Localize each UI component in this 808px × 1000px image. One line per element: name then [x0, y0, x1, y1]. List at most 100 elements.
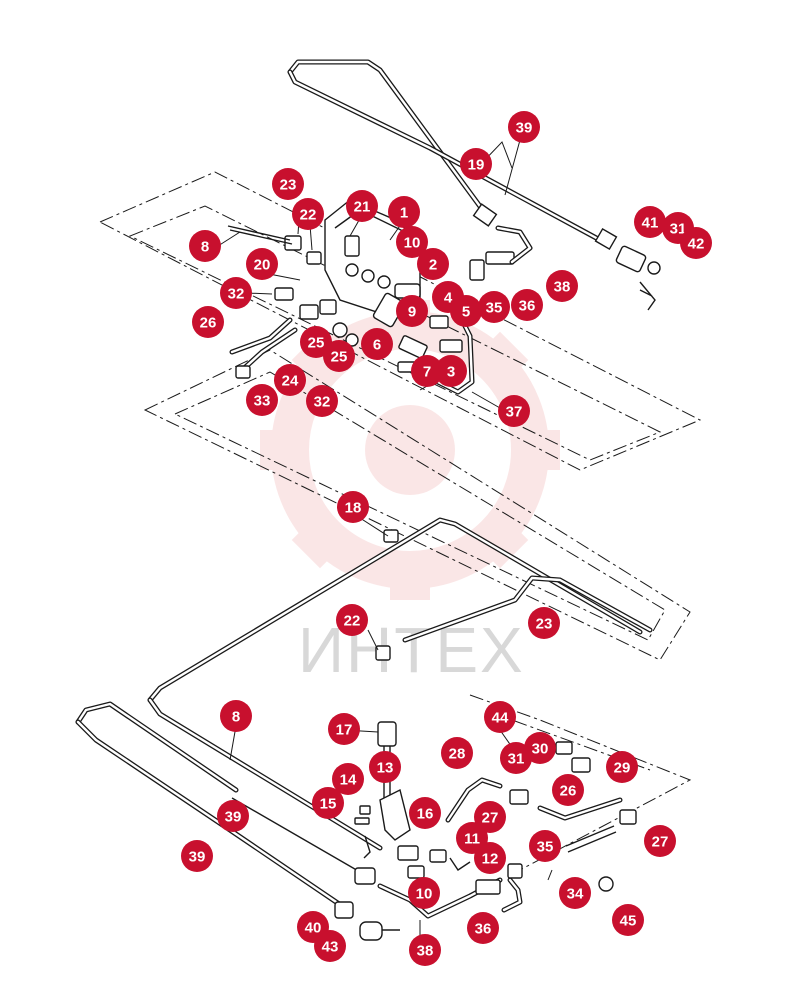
callout-23: 23 — [272, 168, 304, 200]
callout-39: 39 — [217, 800, 249, 832]
callout-badge — [312, 787, 344, 819]
callout-22: 22 — [292, 198, 324, 230]
callout-number: 14 — [340, 772, 357, 789]
callout-15: 15 — [312, 787, 344, 819]
callout-badge — [474, 801, 506, 833]
callout-number: 21 — [354, 199, 371, 216]
callout-badge — [552, 774, 584, 806]
callout-39: 39 — [508, 111, 540, 143]
callout-badge — [680, 227, 712, 259]
callout-number: 43 — [322, 939, 339, 956]
callout-number: 20 — [254, 257, 271, 274]
callout-number: 22 — [344, 613, 361, 630]
callout-number: 44 — [492, 710, 509, 727]
callout-number: 26 — [560, 783, 577, 800]
callout-number: 39 — [516, 120, 533, 137]
callout-number: 18 — [345, 500, 362, 517]
callout-number: 39 — [189, 849, 206, 866]
callout-number: 10 — [404, 235, 421, 252]
callout-22: 22 — [336, 604, 368, 636]
callout-badge — [612, 904, 644, 936]
callout-number: 33 — [254, 393, 271, 410]
callout-number: 31 — [670, 221, 687, 238]
callout-17: 17 — [328, 713, 360, 745]
valve-tubes — [427, 225, 533, 395]
callout-number: 6 — [373, 337, 381, 354]
callout-number: 39 — [225, 809, 242, 826]
callout-number: 25 — [331, 349, 348, 366]
callout-number: 12 — [482, 851, 499, 868]
callout-6: 6 — [361, 328, 393, 360]
callout-badge — [524, 732, 556, 764]
callout-number: 8 — [201, 239, 209, 256]
callout-number: 3 — [447, 364, 455, 381]
callout-badge — [189, 230, 221, 262]
callout-badge — [246, 248, 278, 280]
callout-badge — [220, 277, 252, 309]
callout-21: 21 — [346, 190, 378, 222]
callout-badge — [408, 877, 440, 909]
callout-badge — [498, 395, 530, 427]
callout-12: 12 — [474, 842, 506, 874]
callout-badge — [441, 737, 473, 769]
callout-number: 32 — [314, 394, 331, 411]
callout-number: 5 — [462, 304, 470, 321]
callout-38: 38 — [409, 934, 441, 966]
control-lever — [354, 721, 471, 879]
callout-badge — [323, 340, 355, 372]
callout-3: 3 — [435, 355, 467, 387]
callout-8: 8 — [220, 700, 252, 732]
callout-number: 36 — [519, 298, 536, 315]
callout-18: 18 — [337, 491, 369, 523]
callout-number: 38 — [417, 943, 434, 960]
callout-badge — [396, 226, 428, 258]
callout-36: 36 — [467, 912, 499, 944]
callout-33: 33 — [246, 384, 278, 416]
callout-25: 25 — [323, 340, 355, 372]
callout-badge — [500, 742, 532, 774]
callout-badge — [409, 797, 441, 829]
callout-badge — [559, 877, 591, 909]
callout-number: 36 — [475, 921, 492, 938]
callout-37: 37 — [498, 395, 530, 427]
callout-badge — [508, 111, 540, 143]
callout-10: 10 — [396, 226, 428, 258]
watermark-text: ИНТЕХ — [298, 614, 525, 686]
callout-badge — [511, 289, 543, 321]
callout-number: 41 — [642, 215, 659, 232]
callout-25: 25 — [300, 326, 332, 358]
callout-29: 29 — [606, 751, 638, 783]
callout-number: 2 — [429, 257, 437, 274]
callout-badge — [300, 326, 332, 358]
callout-1: 1 — [388, 196, 420, 228]
callout-number: 31 — [508, 751, 525, 768]
callout-27: 27 — [644, 825, 676, 857]
callout-badge — [396, 295, 428, 327]
callout-badge — [217, 800, 249, 832]
callout-36: 36 — [511, 289, 543, 321]
callout-number: 16 — [417, 806, 434, 823]
callout-2: 2 — [417, 248, 449, 280]
callout-badge — [606, 751, 638, 783]
callout-badge — [192, 306, 224, 338]
top-right-fittings — [615, 245, 661, 311]
callout-number: 10 — [416, 886, 433, 903]
callout-badge — [369, 751, 401, 783]
callout-9: 9 — [396, 295, 428, 327]
callout-badge — [460, 148, 492, 180]
callout-32: 32 — [306, 385, 338, 417]
callout-number: 24 — [282, 373, 299, 390]
callout-badge — [314, 930, 346, 962]
callout-38: 38 — [546, 270, 578, 302]
callout-42: 42 — [680, 227, 712, 259]
callout-number: 9 — [408, 304, 416, 321]
callout-number: 1 — [400, 205, 408, 222]
callout-badge — [346, 190, 378, 222]
callout-badge — [546, 270, 578, 302]
callout-badge — [337, 491, 369, 523]
callout-7: 7 — [411, 355, 443, 387]
callout-number: 35 — [486, 300, 503, 317]
callout-badge — [435, 355, 467, 387]
callout-badge — [272, 168, 304, 200]
